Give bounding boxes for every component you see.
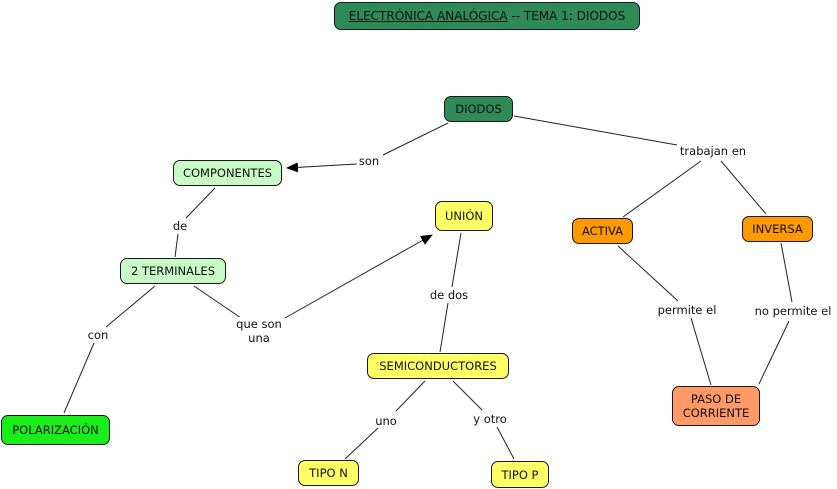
connector-dedos-semi bbox=[439, 302, 449, 353]
concept-diodos[interactable]: DIODOS bbox=[444, 96, 513, 122]
concept-inversa[interactable]: INVERSA bbox=[742, 216, 813, 242]
concept-componentes[interactable]: COMPONENTES bbox=[173, 160, 282, 186]
concept-activa[interactable]: ACTIVA bbox=[572, 218, 633, 244]
concept-semiconductores[interactable]: SEMICONDUCTORES bbox=[367, 353, 509, 379]
connector-trabajan-inversa bbox=[720, 160, 767, 215]
connector-queson-union bbox=[284, 234, 433, 319]
link-de-dos[interactable]: de dos bbox=[427, 288, 471, 302]
connector-con-polarizacion bbox=[63, 342, 95, 414]
concept-polarizacion[interactable]: POLARIZACIÓN bbox=[1, 415, 110, 445]
link-uno[interactable]: uno bbox=[373, 414, 399, 428]
connector-terminales-queson bbox=[193, 285, 242, 319]
connector-uno-tipon bbox=[344, 427, 379, 460]
connector-de-terminales bbox=[174, 233, 179, 258]
connector-terminales-con bbox=[105, 285, 156, 328]
link-de[interactable]: de bbox=[170, 219, 190, 233]
connector-diodos-trabajan bbox=[513, 115, 678, 146]
connector-componentes-de bbox=[185, 187, 216, 219]
connector-son-componentes bbox=[286, 162, 358, 173]
link-trabajan-en[interactable]: trabajan en bbox=[677, 144, 749, 158]
concept-paso-de-corriente[interactable]: PASO DE CORRIENTE bbox=[672, 386, 760, 426]
connector-diodos-son bbox=[382, 122, 449, 156]
concept-union[interactable]: UNIÓN bbox=[435, 201, 493, 231]
link-son[interactable]: son bbox=[356, 154, 382, 168]
concept-tipo-p[interactable]: TIPO P bbox=[491, 461, 549, 488]
connector-union-dedos bbox=[451, 232, 462, 288]
concept-tipo-n[interactable]: TIPO N bbox=[298, 460, 359, 486]
connector-semi-uno bbox=[395, 380, 426, 412]
link-permite-el[interactable]: permite el bbox=[655, 303, 719, 317]
link-no-permite-el[interactable]: no permite el bbox=[752, 304, 834, 318]
connector-inversa-nopermite bbox=[780, 242, 793, 303]
title-link[interactable]: ELECTRÓNICA ANALÓGICA bbox=[348, 9, 508, 23]
connector-yotro-tipop bbox=[496, 426, 515, 460]
connector-permite-paso bbox=[690, 317, 712, 386]
connector-nopermite-paso bbox=[758, 320, 790, 385]
link-que-son-una[interactable]: que son una bbox=[234, 317, 284, 345]
connector-trabajan-activa bbox=[622, 160, 702, 218]
connector-activa-permite bbox=[617, 245, 679, 302]
link-y-otro[interactable]: y otro bbox=[471, 412, 509, 426]
title-rest: -- TEMA 1: DIODOS bbox=[507, 9, 626, 23]
link-con[interactable]: con bbox=[85, 328, 111, 342]
map-title: ELECTRÓNICA ANALÓGICA -- TEMA 1: DIODOS bbox=[334, 2, 640, 30]
connector-semi-yotro bbox=[452, 380, 483, 411]
concept-2-terminales[interactable]: 2 TERMINALES bbox=[120, 258, 226, 284]
